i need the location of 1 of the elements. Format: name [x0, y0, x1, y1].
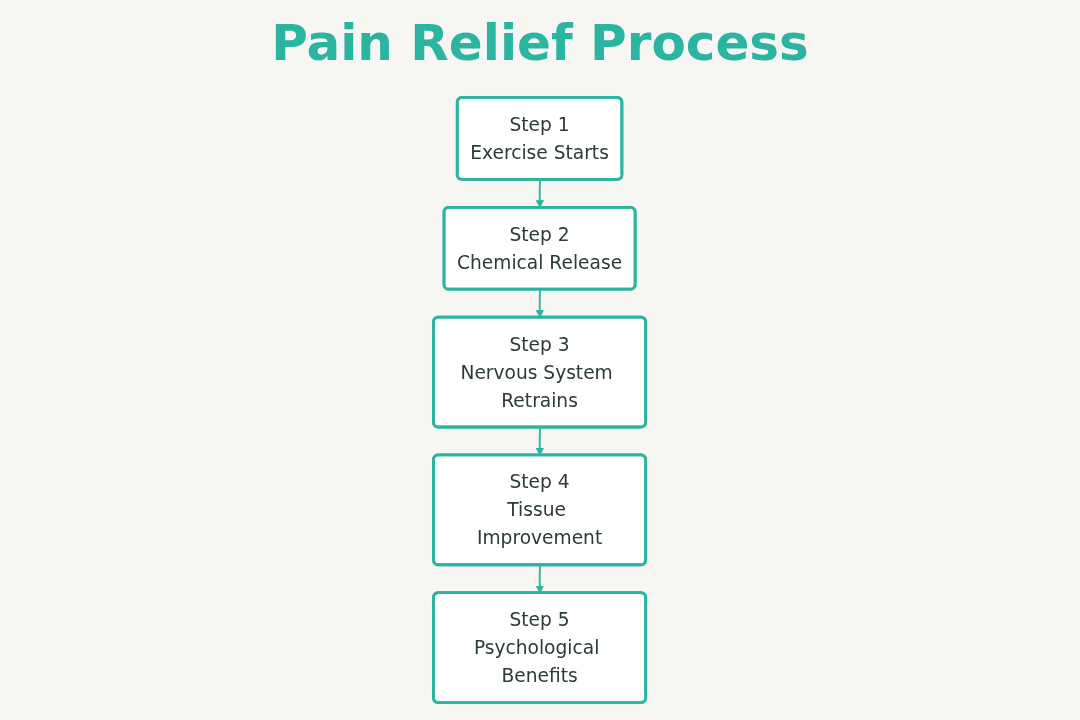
title: Pain Relief Process [270, 13, 810, 74]
